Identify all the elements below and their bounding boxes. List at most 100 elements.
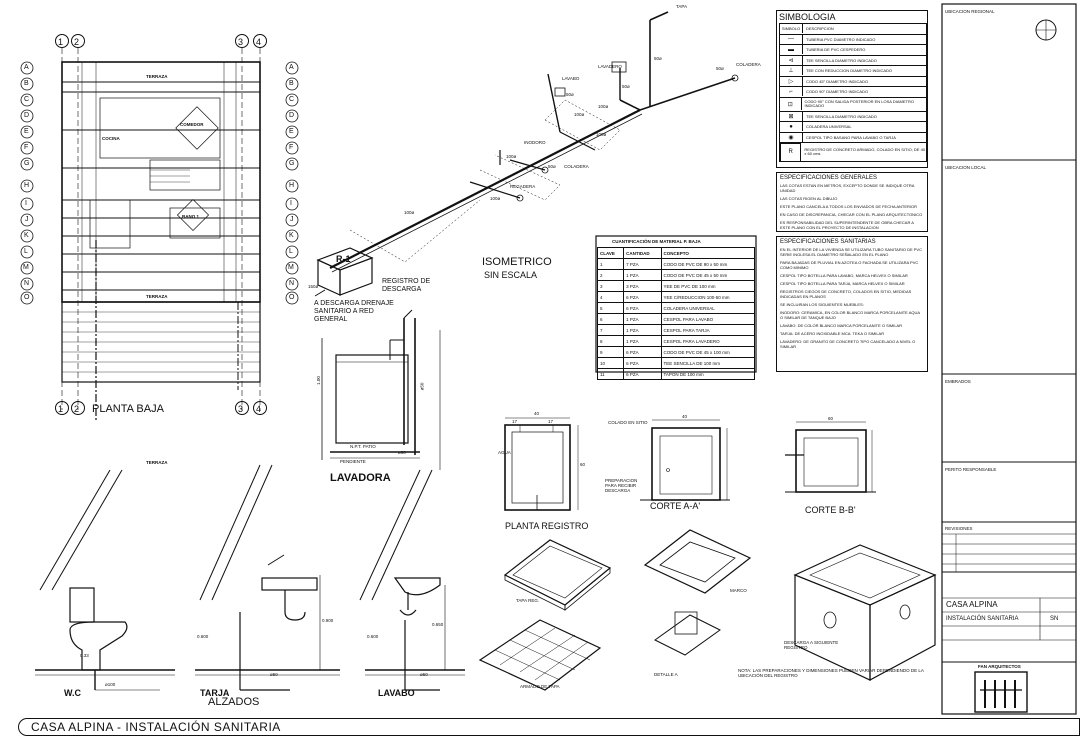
firm-logo-icon bbox=[974, 671, 1028, 713]
list-item: ●COLADERA UNIVERSAL bbox=[780, 122, 926, 133]
row-g: G bbox=[24, 160, 30, 167]
row-o: O bbox=[24, 294, 30, 301]
plan-title: PLANTA BAJA bbox=[92, 403, 164, 415]
list-item: ◉CESPOL TIPO BASANO PARA LAVABO O TARJA bbox=[780, 132, 926, 143]
plan-label-comedor: COMEDOR bbox=[180, 122, 204, 127]
register-dim-width: 40 bbox=[534, 411, 540, 416]
legend-text: TEE CON REDUCCION DIAMETRO INDICADO bbox=[806, 68, 893, 74]
spec-item: EN EL INTERIOR DE LA VIVIENDA SE UTILIZA… bbox=[780, 247, 922, 257]
row-b: B bbox=[24, 80, 29, 87]
qty-concept: TAPON DE 100 mm bbox=[660, 368, 755, 380]
qty-key: 11 bbox=[596, 368, 625, 380]
register-reinforced-lid: ARMADO DE TAPA bbox=[520, 684, 560, 689]
legend-text: CODO 90° CON SALIDA POSTERIOR EN LOSA DI… bbox=[804, 98, 914, 108]
grid-col-1-bottom: 1 bbox=[58, 404, 64, 414]
lavadora-dim-height: 1.00 bbox=[315, 376, 321, 385]
iso-label-inodoro: INODORO bbox=[524, 140, 546, 145]
elev-pipe-lavabo: ø50 bbox=[420, 672, 428, 677]
title-block-revisions: REVISIONES bbox=[945, 526, 973, 531]
row-e: E bbox=[24, 128, 29, 135]
qty-concept: YEE C/REDUCCION 100-50 mm bbox=[660, 291, 755, 303]
legend-text: REGISTRO DE CONCRETO ARMADO, COLADO EN S… bbox=[804, 146, 926, 156]
qty-amount: 1 PZA bbox=[623, 269, 662, 281]
iso-dim-5: 100ø bbox=[574, 112, 585, 117]
isometric-subtitle: SIN ESCALA bbox=[484, 270, 538, 280]
qty-concept: YEE DE PVC DE 100 mm bbox=[660, 280, 755, 292]
row-f: F bbox=[24, 144, 29, 151]
iso-dim-9: 100ø bbox=[490, 196, 501, 201]
grid-col-2: 2 bbox=[74, 37, 80, 47]
spec-item: SE INCLUIRAN LOS SIGUIENTES MUEBLES: bbox=[780, 302, 864, 307]
elev-dim-tarja-1: 0.600 bbox=[197, 634, 209, 639]
isometric-title: ISOMETRICO bbox=[482, 256, 552, 268]
iso-dim-8: 100ø bbox=[506, 154, 517, 159]
iso-discharge-note: A DESCARGA DRENAJE SANITARIO A RED GENER… bbox=[314, 300, 394, 323]
row-b-right: B bbox=[289, 80, 294, 87]
qty-key: 10 bbox=[596, 357, 625, 369]
qty-amount: 1 PZA bbox=[623, 335, 662, 347]
lavadora-section bbox=[321, 309, 441, 470]
thick-pipe-icon: ▬ bbox=[780, 45, 803, 55]
iso-label-coladera-1: COLADERA bbox=[736, 62, 761, 67]
iso-label-regadera: REGADERA bbox=[510, 184, 536, 189]
qty-amount: 6 PZA bbox=[623, 302, 662, 314]
register-cut-a-width: 40 bbox=[682, 414, 688, 419]
qty-key: 3 bbox=[596, 280, 625, 292]
elevations-title: ALZADOS bbox=[208, 696, 260, 708]
grid-col-1: 1 bbox=[58, 37, 64, 47]
qty-amount: 1 PZA bbox=[623, 324, 662, 336]
iso-dim-2: 50ø bbox=[622, 84, 630, 89]
lavadora-npt: N.P.T. PATIO bbox=[350, 444, 376, 449]
iso-dim-1: 50ø bbox=[654, 56, 662, 61]
spec-item: ES RESPONSABILIDAD DEL SUPERINTENDENTE D… bbox=[780, 220, 914, 230]
iso-label-lavadero: LAVADERO bbox=[598, 64, 622, 69]
list-item: —TUBERIA PVC DIAMETRO INDICADO bbox=[780, 34, 926, 45]
title-block-sheet-name: INSTALACIÓN SANITARIA bbox=[946, 616, 1019, 622]
grid-col-2-bottom: 2 bbox=[74, 404, 80, 414]
isometric-drawing bbox=[314, 11, 739, 297]
lavadora-dim-pipe: ø50 bbox=[419, 382, 425, 391]
plan-label-terraza-mid: TERRAZA bbox=[146, 294, 168, 299]
floor-plan bbox=[55, 34, 267, 420]
plan-label-bano: BANO 1 bbox=[182, 214, 200, 219]
list-item: ⌐CODO 90° DIAMETRO INDICADO bbox=[780, 87, 926, 98]
elbow-90-icon: ⌐ bbox=[780, 87, 803, 97]
qty-concept: CESPOL PARA LAVADERO bbox=[660, 335, 755, 347]
row-n-right: N bbox=[289, 280, 295, 287]
iso-dim-3: 50ø bbox=[716, 66, 724, 71]
qty-key: 5 bbox=[596, 302, 625, 314]
plan-label-terraza-top: TERRAZA bbox=[146, 74, 168, 79]
elev-dim-lavabo-2: 0.650 bbox=[432, 622, 444, 627]
legend-text: TEE SENCILLA DIAMETRO INDICADO bbox=[806, 113, 877, 119]
register-dim-side-1: 17 bbox=[512, 419, 518, 424]
trap-icon: ◉ bbox=[780, 132, 803, 142]
register-note: NOTA: LAS PREPARACIONES Y DIMENSIONES PU… bbox=[738, 668, 924, 678]
spec-item: REGISTROS CIEGOS DE CONCRETO, COLADOS EN… bbox=[780, 289, 912, 299]
row-n: N bbox=[24, 280, 30, 287]
list-item: ▬TUBERIA DE PVC CESPEDERO bbox=[780, 45, 926, 56]
tee-box-icon: ⊠ bbox=[780, 111, 803, 121]
title-block-regional: UBICACION REGIONAL bbox=[945, 9, 995, 14]
qty-amount: 6 PZA bbox=[623, 357, 662, 369]
iso-label-coladera-2: COLADERA bbox=[564, 164, 589, 169]
title-block-responsable: PERITO RESPONSABLE bbox=[945, 467, 997, 472]
qty-amount: 6 PZA bbox=[623, 346, 662, 358]
title-block-local: UBICACION LOCAL bbox=[945, 165, 987, 170]
qty-concept: CODO DE PVC DE 45 x 100 mm bbox=[660, 346, 755, 358]
grid-col-3-bottom: 3 bbox=[238, 404, 244, 414]
row-f-right: F bbox=[289, 144, 294, 151]
qty-amount: 7 PZA bbox=[623, 258, 662, 270]
register-dim-side-2: 17 bbox=[548, 419, 554, 424]
row-m: M bbox=[23, 264, 29, 271]
sanitary-specs-title: ESPECIFICACIONES SANITARIAS bbox=[780, 239, 876, 245]
elevations bbox=[35, 464, 465, 691]
title-block-embrados: EMBRADOS bbox=[945, 379, 971, 384]
qty-concept: COLADERA UNIVERSAL bbox=[660, 302, 755, 314]
qty-concept: CESPOL PARA LAVABO bbox=[660, 313, 755, 325]
qty-key: 8 bbox=[596, 335, 625, 347]
